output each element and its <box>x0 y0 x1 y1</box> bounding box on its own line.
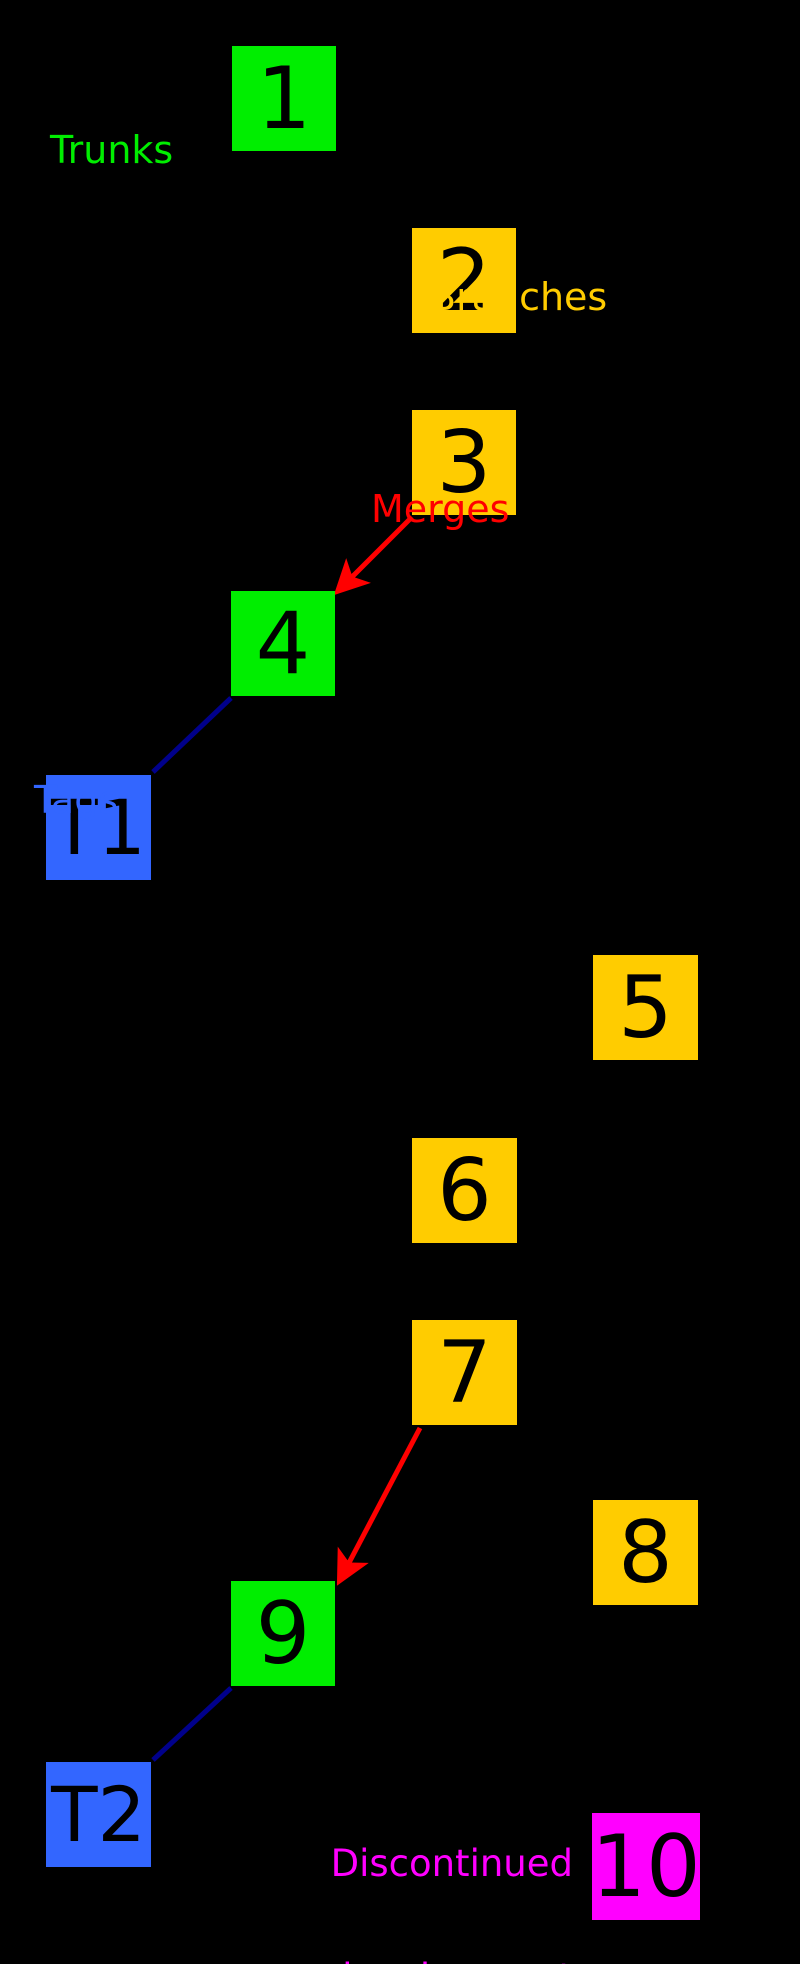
node-5[interactable]: 5 <box>593 955 698 1060</box>
node-tag-t1[interactable]: T1 <box>46 775 151 880</box>
edge-tag-4-to-t1 <box>151 696 233 774</box>
node-3[interactable]: 3 <box>412 410 516 515</box>
legend-merges-label: Merges <box>371 487 510 531</box>
node-6-label: 6 <box>437 1140 492 1241</box>
node-1[interactable]: 1 <box>232 46 336 151</box>
node-7-label: 7 <box>437 1322 492 1423</box>
discontinued-branch-line-2: development <box>213 1958 573 1964</box>
node-tag-t2[interactable]: T2 <box>46 1762 151 1867</box>
node-8-label: 8 <box>618 1502 673 1603</box>
legend-tags-label: Tags <box>34 778 119 822</box>
node-4[interactable]: 4 <box>231 591 335 696</box>
node-1-label: 1 <box>256 48 312 149</box>
node-8[interactable]: 8 <box>593 1500 698 1605</box>
discontinued-branch-annotation: Discontinued development branch <box>213 1770 573 1964</box>
node-10-label: 10 <box>591 1816 701 1917</box>
node-9-label: 9 <box>255 1583 311 1684</box>
node-10[interactable]: 10 <box>591 1813 701 1920</box>
node-6[interactable]: 6 <box>412 1138 517 1243</box>
node-4-label: 4 <box>255 593 311 694</box>
node-2-label: 2 <box>436 230 492 331</box>
legend-branches-label: Branches <box>430 275 608 319</box>
node-2[interactable]: 2 <box>412 228 516 333</box>
edge-merge-7-to-9 <box>336 1426 423 1586</box>
node-9[interactable]: 9 <box>231 1581 335 1686</box>
node-tag-t2-label: T2 <box>51 1769 146 1859</box>
node-tag-t1-label: T1 <box>51 782 146 872</box>
discontinued-branch-line-1: Discontinued <box>330 1842 573 1886</box>
node-7[interactable]: 7 <box>412 1320 517 1425</box>
edge-tag-9-to-t2 <box>151 1686 233 1762</box>
node-5-label: 5 <box>618 957 673 1058</box>
legend-trunks-label: Trunks <box>50 128 174 172</box>
node-3-label: 3 <box>436 412 492 513</box>
